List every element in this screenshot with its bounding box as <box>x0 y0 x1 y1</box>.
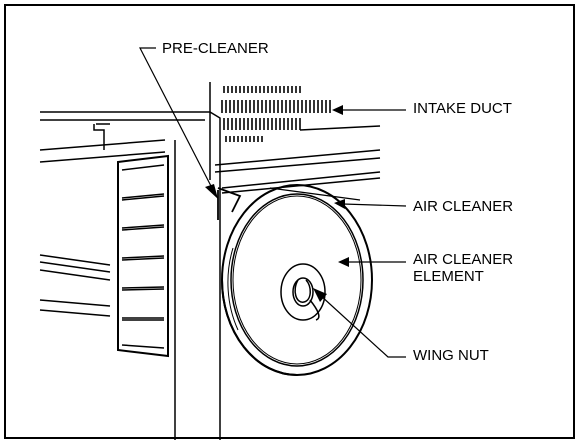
arrow-wing-nut <box>313 288 327 302</box>
wing-nut <box>280 263 326 321</box>
air-cleaner-canister <box>221 184 373 376</box>
engine-housing <box>39 111 221 440</box>
arrow-intake-duct <box>332 105 343 115</box>
arrow-air-cleaner <box>334 199 345 209</box>
arrow-element <box>338 257 349 267</box>
leader-pre-cleaner <box>139 47 213 189</box>
label-air-cleaner-element-line1: AIR CLEANER <box>413 251 514 268</box>
figure-frame <box>4 4 575 439</box>
label-pre-cleaner: PRE-CLEANER <box>162 40 269 57</box>
leader-air-cleaner <box>342 203 407 207</box>
label-wing-nut: WING NUT <box>413 347 489 364</box>
label-intake-duct: INTAKE DUCT <box>413 100 512 117</box>
arrowheads <box>205 105 349 302</box>
intake-grille <box>221 86 331 142</box>
pre-cleaner <box>217 187 242 220</box>
label-air-cleaner-element-line2: ELEMENT <box>413 268 484 285</box>
leader-lines <box>139 47 407 358</box>
leader-wing-nut <box>319 294 406 358</box>
label-air-cleaner: AIR CLEANER <box>413 198 514 215</box>
arrow-pre-cleaner <box>205 184 218 199</box>
intake-duct <box>209 82 381 194</box>
label-air-cleaner-element: AIR CLEANER ELEMENT <box>413 251 513 285</box>
louver-panel <box>117 154 169 358</box>
